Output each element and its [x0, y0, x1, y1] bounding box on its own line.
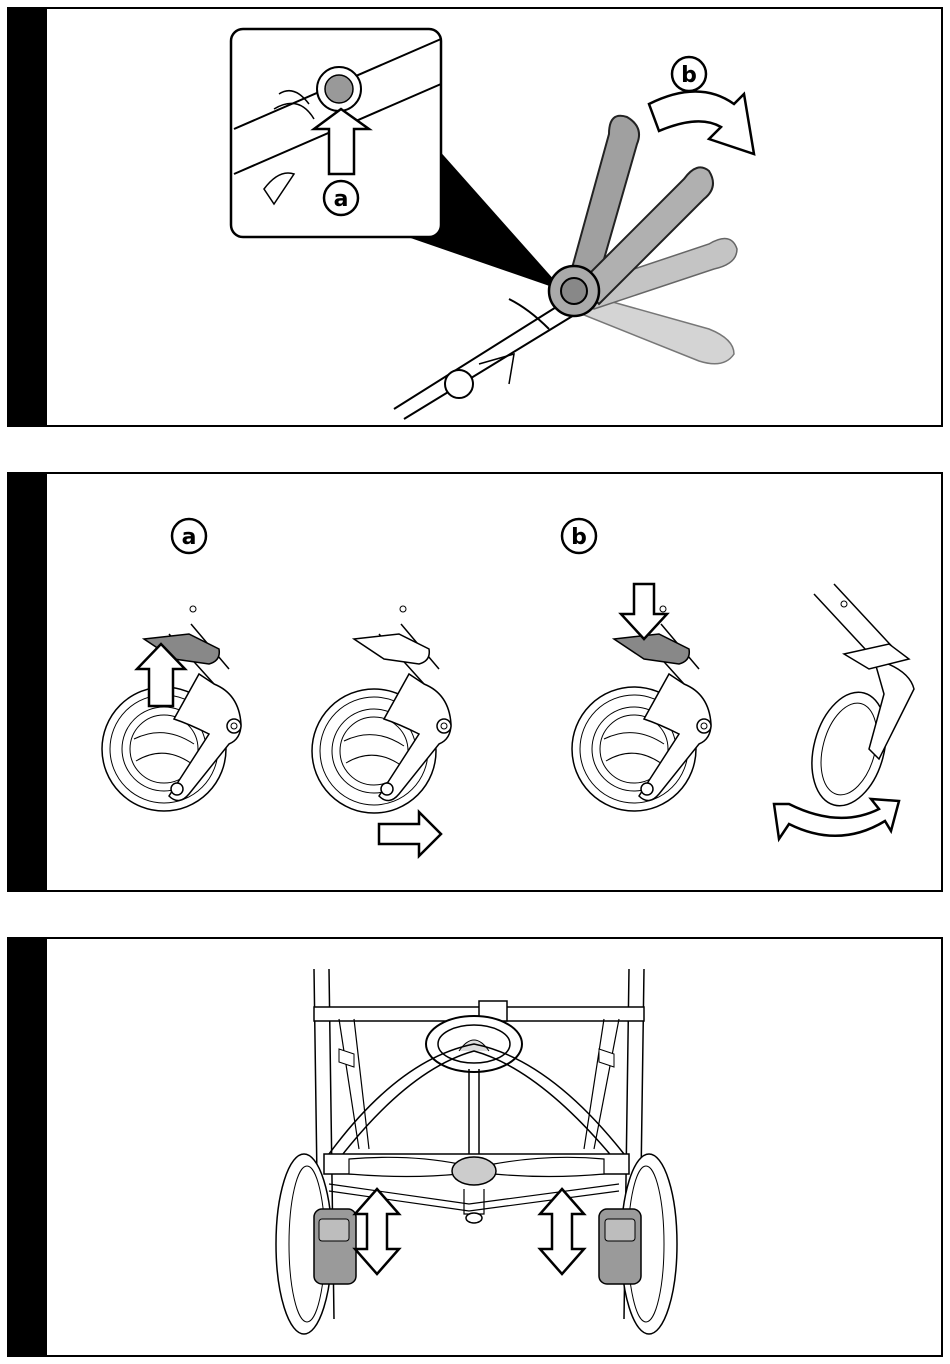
frame-tube: [394, 299, 584, 419]
wheel-roll-step: [312, 606, 451, 856]
step-b-label: b: [681, 63, 697, 88]
wheel-unlocked-step: [102, 606, 241, 811]
rotate-arrow-icon: [649, 92, 754, 155]
rear-brake-illustration: [9, 939, 943, 1357]
front-wheel-illustration: a b: [9, 474, 943, 892]
left-brake-updown-arrow-icon: [355, 1189, 399, 1274]
wheel-swivel-step: [774, 584, 914, 839]
panel-handle-adjust: a b: [7, 7, 943, 427]
frame-knob: [445, 370, 473, 398]
panel-front-wheel: a b: [7, 472, 943, 892]
lever-down-arrow-icon: [621, 584, 667, 639]
release-button: [325, 75, 353, 103]
handle-adjust-illustration: a b: [9, 9, 943, 427]
hinge-button: [561, 278, 587, 304]
wheel-locked-step: [572, 584, 711, 811]
step-a-label: a: [334, 187, 349, 212]
step-a-label: a: [182, 525, 197, 550]
step-b-label: b: [571, 525, 587, 550]
roll-forward-arrow-icon: [379, 812, 441, 856]
panel-rear-brake: [7, 937, 943, 1357]
right-brake-updown-arrow-icon: [540, 1189, 584, 1274]
